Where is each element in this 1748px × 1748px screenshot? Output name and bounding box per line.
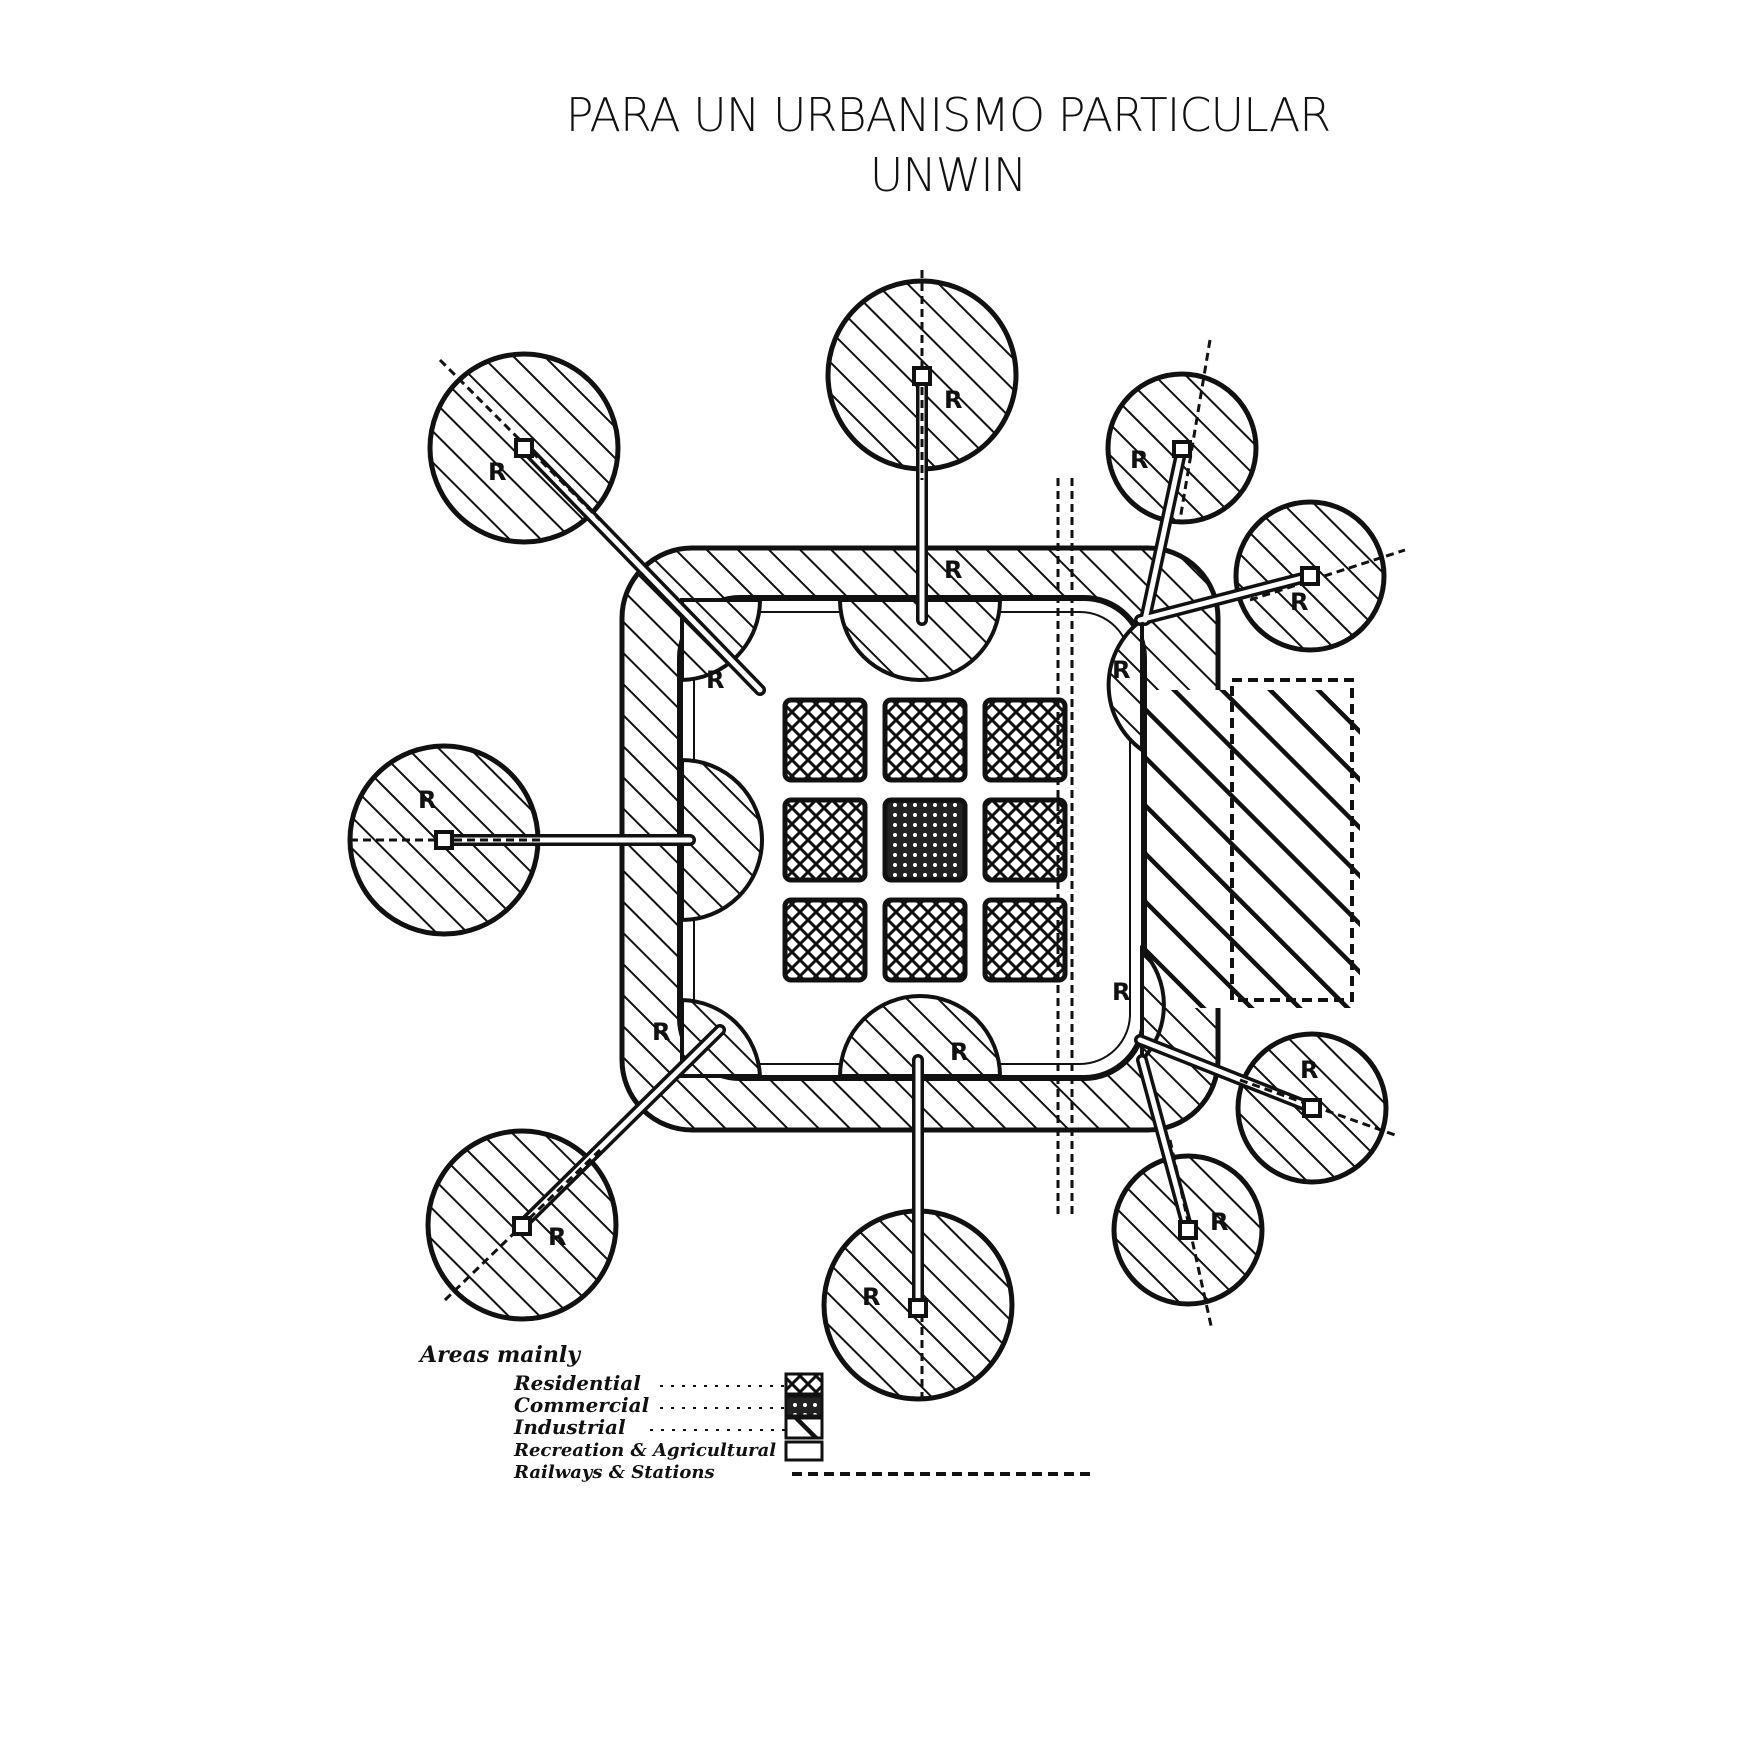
title-line-2: UNWIN xyxy=(869,148,1028,202)
r-mark: R xyxy=(652,1018,670,1046)
r-mark: R xyxy=(1210,1208,1228,1236)
legend-swatch-industrial xyxy=(784,1416,824,1440)
legend-label-industrial: Industrial xyxy=(513,1415,626,1439)
r-mark: R xyxy=(548,1223,566,1251)
r-mark: R xyxy=(1290,588,1308,616)
r-mark: R xyxy=(418,786,436,814)
legend-label-recreation: Recreation & Agricultural xyxy=(513,1440,776,1461)
central-grid xyxy=(782,697,1068,983)
ring-lobes xyxy=(680,598,1166,1078)
legend-heading: Areas mainly xyxy=(418,1342,582,1368)
legend-swatch-commercial xyxy=(784,1394,824,1418)
legend-swatch-recreation xyxy=(784,1440,824,1462)
legend-label-commercial: Commercial xyxy=(514,1393,650,1417)
railways xyxy=(350,270,1406,1400)
legend-swatch-residential xyxy=(784,1372,824,1396)
r-mark: R xyxy=(488,458,506,486)
legend-label-railways: Railways & Stations xyxy=(513,1462,715,1483)
title-line-1: PARA UN URBANISMO PARTICULAR xyxy=(565,88,1332,142)
r-mark: R xyxy=(950,1038,968,1066)
r-mark: R xyxy=(1112,978,1130,1006)
residential-marks: R R R R R R R R R R R R R R R xyxy=(418,386,1318,1311)
r-mark: R xyxy=(1130,446,1148,474)
r-mark: R xyxy=(944,556,962,584)
r-mark: R xyxy=(944,386,962,414)
legend-label-residential: Residential xyxy=(513,1371,641,1395)
r-mark: R xyxy=(1112,656,1130,684)
r-mark: R xyxy=(1300,1056,1318,1084)
stations xyxy=(434,366,1322,1318)
r-mark: R xyxy=(706,666,724,694)
legend: Areas mainly Residential Commercial Indu… xyxy=(418,1342,1090,1483)
r-mark: R xyxy=(862,1283,880,1311)
